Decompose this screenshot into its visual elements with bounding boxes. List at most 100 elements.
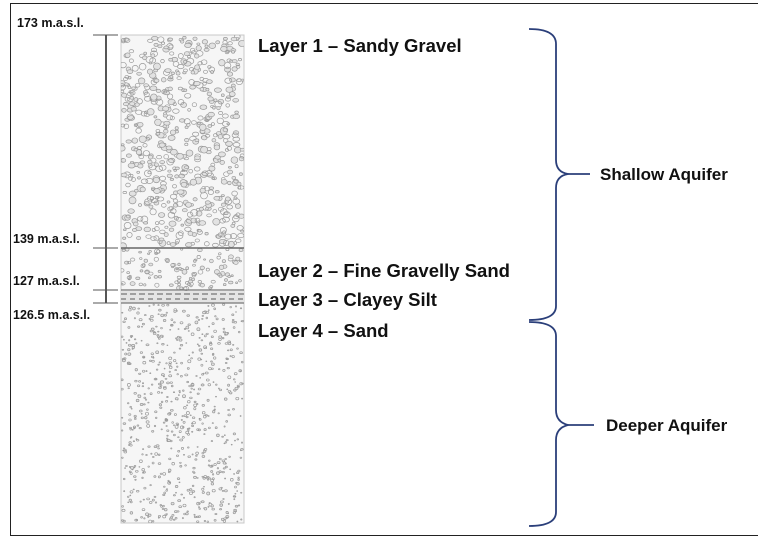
soil-grain bbox=[208, 415, 209, 416]
soil-grain bbox=[168, 135, 175, 140]
soil-grain bbox=[133, 441, 135, 442]
soil-grain bbox=[219, 508, 221, 509]
soil-grain bbox=[156, 326, 158, 327]
soil-grain bbox=[132, 87, 136, 90]
soil-grain bbox=[192, 383, 193, 384]
soil-grain bbox=[158, 338, 160, 340]
soil-grain bbox=[215, 191, 219, 194]
soil-grain bbox=[234, 440, 235, 441]
soil-grain bbox=[225, 466, 227, 468]
soil-grain bbox=[132, 307, 135, 310]
soil-grain bbox=[148, 277, 150, 279]
soil-grain bbox=[214, 308, 216, 310]
soil-grain bbox=[131, 466, 134, 469]
soil-grain bbox=[180, 337, 182, 338]
soil-grain bbox=[182, 390, 184, 391]
soil-grain bbox=[204, 508, 207, 511]
soil-grain bbox=[195, 455, 197, 456]
soil-grain bbox=[176, 338, 177, 339]
elevation-label-126-5: 126.5 m.a.s.l. bbox=[13, 308, 90, 322]
soil-grain bbox=[234, 509, 237, 511]
soil-grain bbox=[130, 437, 131, 438]
soil-grain bbox=[196, 403, 198, 404]
soil-grain bbox=[195, 65, 200, 70]
soil-grain bbox=[138, 395, 141, 398]
soil-grain bbox=[152, 520, 154, 522]
soil-grain bbox=[149, 205, 153, 208]
soil-grain bbox=[159, 362, 160, 363]
soil-grain bbox=[132, 138, 138, 143]
soil-grain bbox=[164, 121, 170, 125]
soil-grain bbox=[226, 141, 233, 146]
soil-grain bbox=[218, 152, 225, 157]
soil-grain bbox=[223, 462, 226, 464]
soil-grain bbox=[123, 102, 128, 106]
soil-grain bbox=[223, 284, 226, 286]
soil-grain bbox=[229, 92, 235, 97]
soil-grain bbox=[154, 63, 161, 70]
soil-grain bbox=[158, 364, 160, 365]
soil-grain bbox=[130, 406, 132, 408]
soil-grain bbox=[237, 491, 238, 492]
soil-grain bbox=[136, 150, 141, 155]
soil-grain bbox=[125, 53, 130, 58]
soil-grain bbox=[126, 140, 131, 143]
soil-grain bbox=[226, 511, 228, 513]
soil-grain bbox=[151, 328, 154, 330]
soil-grain bbox=[158, 213, 164, 218]
soil-grain bbox=[123, 423, 126, 425]
soil-grain bbox=[217, 106, 221, 109]
soil-grain bbox=[165, 69, 171, 73]
soil-grain bbox=[201, 340, 203, 341]
soil-grain bbox=[213, 218, 220, 225]
soil-grain bbox=[188, 331, 189, 332]
soil-grain bbox=[143, 499, 145, 500]
elevation-label-173: 173 m.a.s.l. bbox=[17, 16, 84, 30]
soil-grain bbox=[156, 351, 159, 354]
soil-grain bbox=[158, 45, 162, 48]
soil-grain bbox=[224, 490, 227, 492]
soil-grain bbox=[240, 492, 241, 493]
soil-grain bbox=[121, 520, 123, 521]
soil-grain bbox=[186, 416, 188, 418]
soil-grain bbox=[228, 181, 232, 185]
soil-grain bbox=[192, 471, 194, 473]
soil-grain bbox=[184, 52, 189, 56]
soil-grain bbox=[182, 269, 187, 274]
soil-grain bbox=[206, 361, 207, 362]
soil-grain bbox=[175, 167, 179, 170]
soil-grain bbox=[171, 431, 173, 432]
soil-grain bbox=[151, 384, 153, 385]
soil-grain bbox=[134, 189, 138, 192]
soil-grain bbox=[128, 326, 130, 328]
soil-grain bbox=[212, 323, 214, 325]
soil-grain bbox=[202, 404, 205, 406]
soil-grain bbox=[135, 103, 139, 107]
soil-grain bbox=[163, 114, 167, 117]
soil-grain bbox=[204, 259, 206, 260]
soil-grain bbox=[143, 404, 145, 405]
soil-grain bbox=[202, 492, 204, 494]
soil-grain bbox=[174, 352, 176, 353]
soil-grain bbox=[176, 242, 179, 244]
soil-grain bbox=[121, 159, 126, 163]
soil-grain bbox=[219, 59, 225, 65]
soil-grain bbox=[195, 459, 197, 461]
soil-grain bbox=[122, 249, 125, 251]
soil-grain bbox=[138, 164, 143, 168]
soil-grain bbox=[197, 393, 199, 394]
soil-grain bbox=[170, 75, 173, 78]
soil-grain bbox=[195, 321, 198, 324]
soil-grain bbox=[226, 439, 228, 440]
soil-grain bbox=[163, 319, 166, 321]
soil-grain bbox=[223, 498, 225, 499]
soil-grain bbox=[139, 373, 141, 374]
soil-grain bbox=[139, 136, 146, 143]
soil-grain bbox=[160, 161, 165, 164]
soil-grain bbox=[150, 484, 152, 485]
soil-grain bbox=[235, 382, 236, 383]
soil-grain bbox=[175, 485, 178, 487]
soil-grain bbox=[190, 179, 196, 185]
soil-grain bbox=[144, 84, 149, 87]
soil-grain bbox=[171, 149, 178, 155]
